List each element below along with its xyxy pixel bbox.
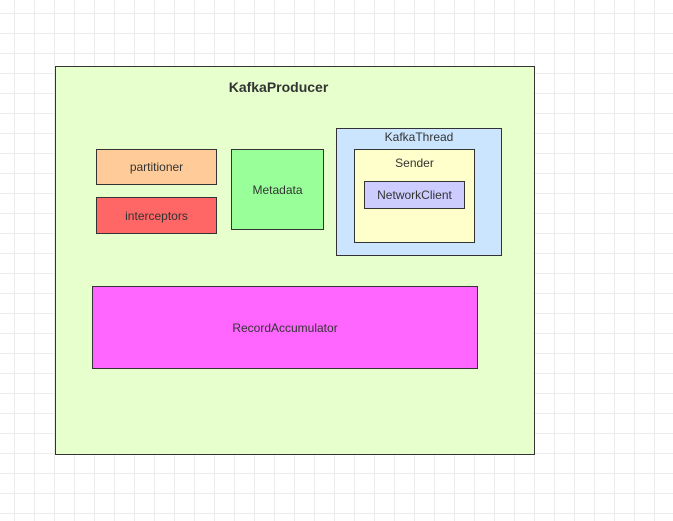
record-accumulator-label: RecordAccumulator [232,320,338,335]
metadata-label: Metadata [252,182,303,197]
sender-label: Sender [395,156,434,170]
network-client-box: NetworkClient [364,181,465,209]
partitioner-label: partitioner [129,160,184,174]
kafka-producer-title: KafkaProducer [228,79,329,95]
kafka-thread-label: KafkaThread [384,130,454,144]
network-client-label: NetworkClient [377,188,452,202]
kafka-producer-box: KafkaProducer [55,66,535,455]
record-accumulator-box: RecordAccumulator [92,286,478,369]
metadata-box: Metadata [231,149,324,230]
partitioner-box: partitioner [96,149,217,185]
interceptors-box: interceptors [96,197,217,234]
interceptors-label: interceptors [125,208,188,223]
